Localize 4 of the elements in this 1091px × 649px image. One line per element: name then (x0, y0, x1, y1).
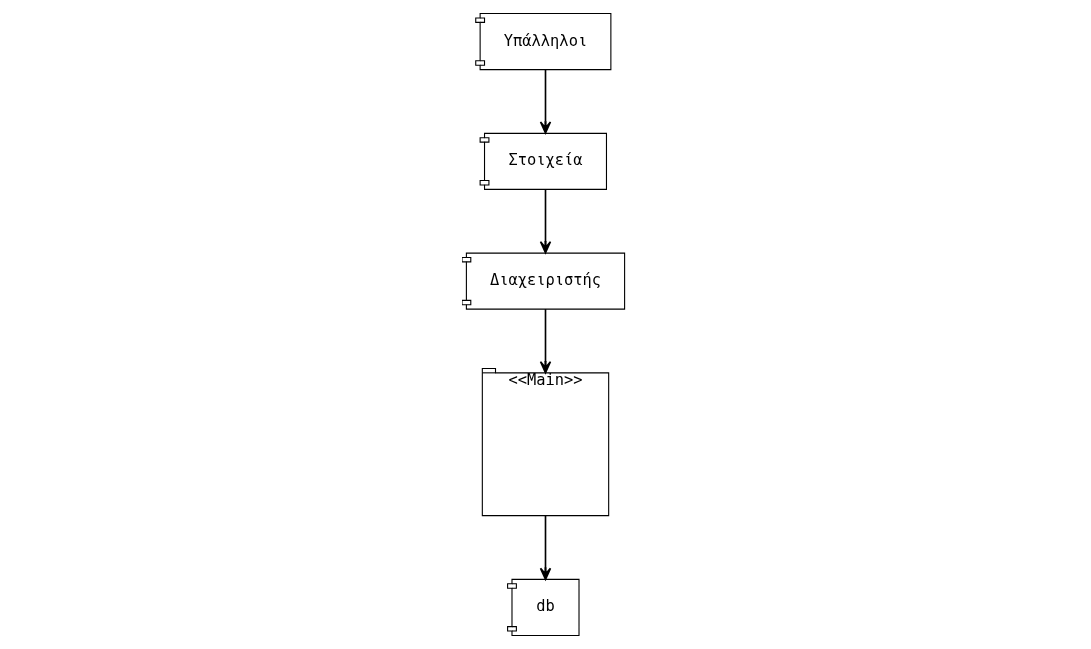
arrow (539, 515, 552, 581)
arrow (539, 188, 552, 254)
arrow (539, 308, 552, 374)
arrow (539, 68, 552, 134)
